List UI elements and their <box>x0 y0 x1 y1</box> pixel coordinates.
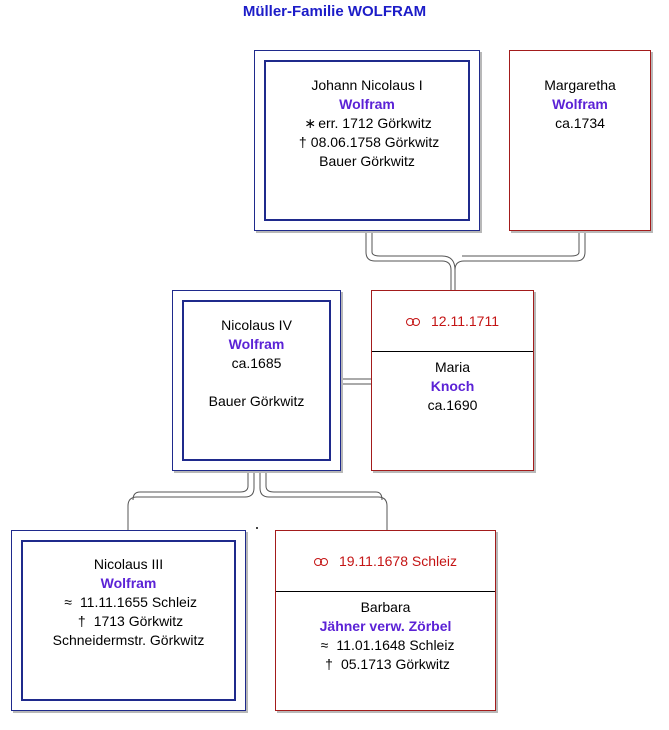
person-box-nicolaus-iii[interactable]: Nicolaus III Wolfram ≈ 11.11.1655 Schlei… <box>11 530 246 711</box>
baptism-icon: ≈ <box>320 637 329 653</box>
occupation: Schneidermstr. Görkwitz <box>52 632 205 648</box>
date: ca.1690 <box>427 397 478 413</box>
death-line: †08.06.1758 Görkwitz <box>266 133 468 152</box>
baptism-value: 11.11.1655 Schleiz <box>79 594 197 610</box>
birth-line: ∗err. 1712 Görkwitz <box>266 114 468 133</box>
occupation: Bauer Görkwitz <box>319 153 415 169</box>
baptism-line: ≈ 11.11.1655 Schleiz <box>23 593 234 612</box>
stray-dot <box>256 527 258 529</box>
death-line: † 05.1713 Görkwitz <box>276 655 495 674</box>
occupation: Bauer Görkwitz <box>208 393 305 409</box>
marriage-line: 12.11.1711 <box>372 291 533 352</box>
person-box-margaretha[interactable]: Margaretha Wolfram ca.1734 <box>509 50 651 231</box>
surname: Wolfram <box>552 96 608 112</box>
death-icon: † <box>325 656 333 672</box>
given-name: Barbara <box>360 599 411 615</box>
surname: Wolfram <box>228 336 285 352</box>
death-value: 05.1713 Görkwitz <box>340 656 450 672</box>
given-name: Nicolaus III <box>93 556 164 572</box>
surname: Jähner verw. Zörbel <box>319 618 452 634</box>
given-name: Johann Nicolaus I <box>311 77 423 93</box>
birth-icon: ∗ <box>304 115 317 131</box>
date: ca.1734 <box>555 115 605 131</box>
given-name: Margaretha <box>544 77 616 93</box>
marriage-date: 19.11.1678 Schleiz <box>338 553 458 569</box>
person-box-barbara[interactable]: 19.11.1678 Schleiz Barbara Jähner verw. … <box>275 530 496 711</box>
person-box-nicolaus-iv[interactable]: Nicolaus IV Wolfram ca.1685 Bauer Görkwi… <box>172 290 341 471</box>
surname: Wolfram <box>100 575 157 591</box>
marriage-line: 19.11.1678 Schleiz <box>276 531 495 592</box>
given-name: Maria <box>434 359 470 375</box>
surname: Wolfram <box>339 96 395 112</box>
marriage-rings-icon <box>406 317 422 327</box>
death-icon: † <box>298 134 307 150</box>
given-name: Nicolaus IV <box>221 317 292 333</box>
marriage-rings-icon <box>313 557 330 567</box>
baptism-value: 11.01.1648 Schleiz <box>336 637 455 653</box>
person-box-maria[interactable]: 12.11.1711 Maria Knoch ca.1690 <box>371 290 534 471</box>
death-icon: † <box>77 613 86 629</box>
birth-value: err. 1712 Görkwitz <box>318 115 432 131</box>
person-box-johann-nicolaus[interactable]: Johann Nicolaus I Wolfram ∗err. 1712 Gör… <box>254 50 480 231</box>
baptism-icon: ≈ <box>64 594 72 610</box>
death-value: 08.06.1758 Görkwitz <box>310 134 440 150</box>
chart-title: Müller-Familie WOLFRAM <box>242 3 427 20</box>
death-value: 1713 Görkwitz <box>93 613 184 629</box>
death-line: † 1713 Görkwitz <box>23 612 234 631</box>
date: ca.1685 <box>231 355 282 371</box>
surname: Knoch <box>430 378 475 394</box>
marriage-date: 12.11.1711 <box>431 313 499 329</box>
baptism-line: ≈ 11.01.1648 Schleiz <box>276 636 495 655</box>
